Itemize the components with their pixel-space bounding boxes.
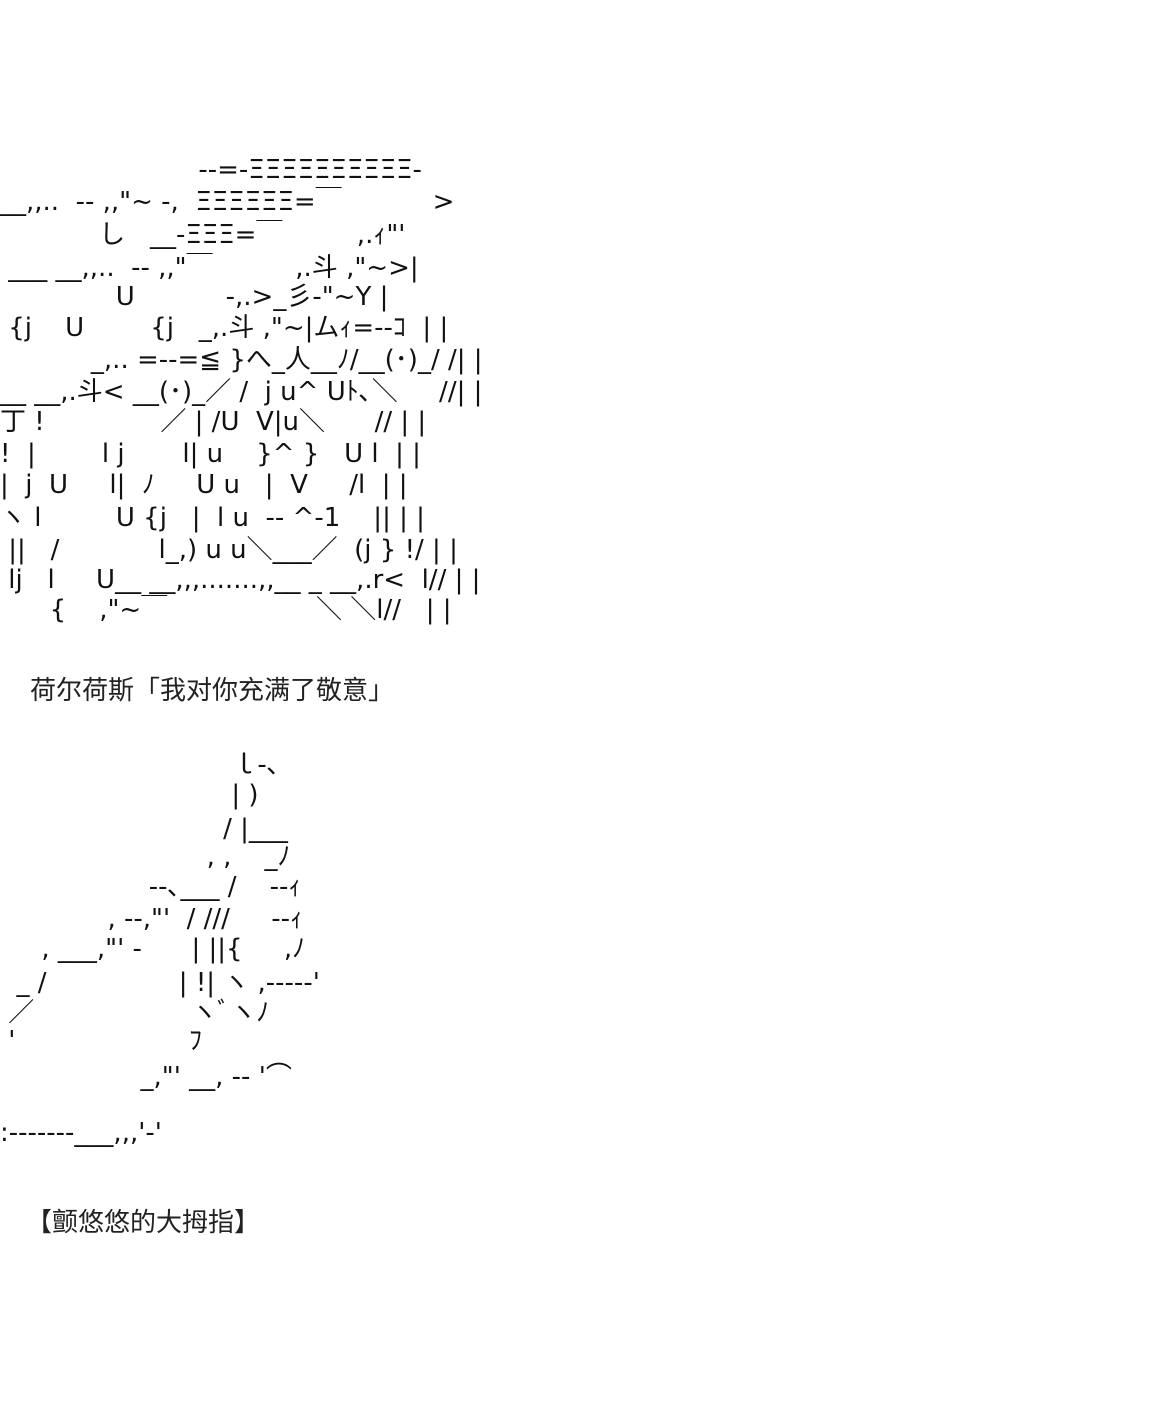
ascii-art-line: ヽ l U {j | l u -- ^-1 || | | xyxy=(0,503,425,533)
ascii-art-figure-hol-horse: --=-ΞΞΞΞΞΞΞΞΞΞ- __,,.. -- ,,"~ -, ΞΞΞΞΞΞ… xyxy=(0,140,1157,640)
ascii-art-canvas-2: ｌ-､ | ) / |___ , , _ﾉ --､___ / --ｨ , --,… xyxy=(0,750,320,1148)
ascii-art-line: ___ __,,.. -- ,,"￣ ,.斗 ,"~>| xyxy=(0,252,419,283)
ascii-art-line: U -,.>_彡-"~Y | xyxy=(0,282,388,312)
ascii-art-line: 丁 ! ／ | /U V|u＼ // | | xyxy=(0,407,426,437)
ascii-art-line: ! | l j l| u }^ } U l | | xyxy=(0,439,421,469)
caption-hol-horse-line: 荷尔荷斯「我对你充满了敬意」 xyxy=(30,676,395,706)
ascii-art-figure-thumbs-up: ｌ-､ | ) / |___ , , _ﾉ --､___ / --ｨ , --,… xyxy=(0,745,1157,1165)
ascii-art-line: し __-ΞΞΞ=￣ ,.ｨ"' xyxy=(0,219,405,250)
ascii-art-line: lj l U__ __,,,.......,,__ _ __,.r< l// |… xyxy=(0,565,480,595)
ascii-art-line: __ __,.斗< __(･)_／ / j u^ Uﾄ､＼ //| | xyxy=(0,377,482,407)
ascii-art-canvas-1: --=-ΞΞΞΞΞΞΞΞΞΞ- __,,.. -- ,,"~ -, ΞΞΞΞΞΞ… xyxy=(0,155,483,625)
ascii-art-line: , ___,"' - | ||{ ,ﾉ xyxy=(0,934,305,964)
ascii-art-line: || / l_,) u u＼___／ (j } !/ | | xyxy=(0,535,458,565)
ascii-art-line: ' ﾌ xyxy=(0,1026,202,1056)
caption-thumbs-up: 【颤悠悠的大拇指】 xyxy=(26,1208,261,1238)
ascii-art-line: --=-ΞΞΞΞΞΞΞΞΞΞ- xyxy=(0,155,422,185)
ascii-art-line: | ) xyxy=(0,780,259,810)
ascii-art-line: _ / | !| ヽ ,-----' xyxy=(0,968,320,998)
ascii-art-line: ｌ-､ xyxy=(0,750,280,780)
ascii-art-line: | j U l| ﾉ U u | V /l | | xyxy=(0,470,408,500)
ascii-art-line: , --,"' / /// --ｨ xyxy=(0,904,303,934)
ascii-art-line: --､___ / --ｨ xyxy=(0,872,301,902)
ascii-art-line: __,,.. -- ,,"~ -, ΞΞΞΞΞΞ=￣ > xyxy=(0,186,454,217)
ascii-art-line: {j U {j _,.斗 ,"~|ムｨ=--ｺ | | xyxy=(0,313,448,343)
ascii-art-line: { ,"~￣ ＼ ＼l// | | xyxy=(0,594,452,625)
ascii-art-line: ／ ヽﾞヽﾉ xyxy=(0,998,269,1028)
ascii-art-line: / |___ xyxy=(0,814,289,844)
ascii-art-line: , , _ﾉ xyxy=(0,842,290,872)
ascii-art-line: _,.. =--=≦ }へ_人__ﾉ/__(･)_/ /| | xyxy=(0,345,483,375)
ascii-art-line: :-------___,,,'-' xyxy=(0,1118,162,1148)
ascii-art-line: _,"' __, -- '⌒ xyxy=(0,1062,292,1092)
